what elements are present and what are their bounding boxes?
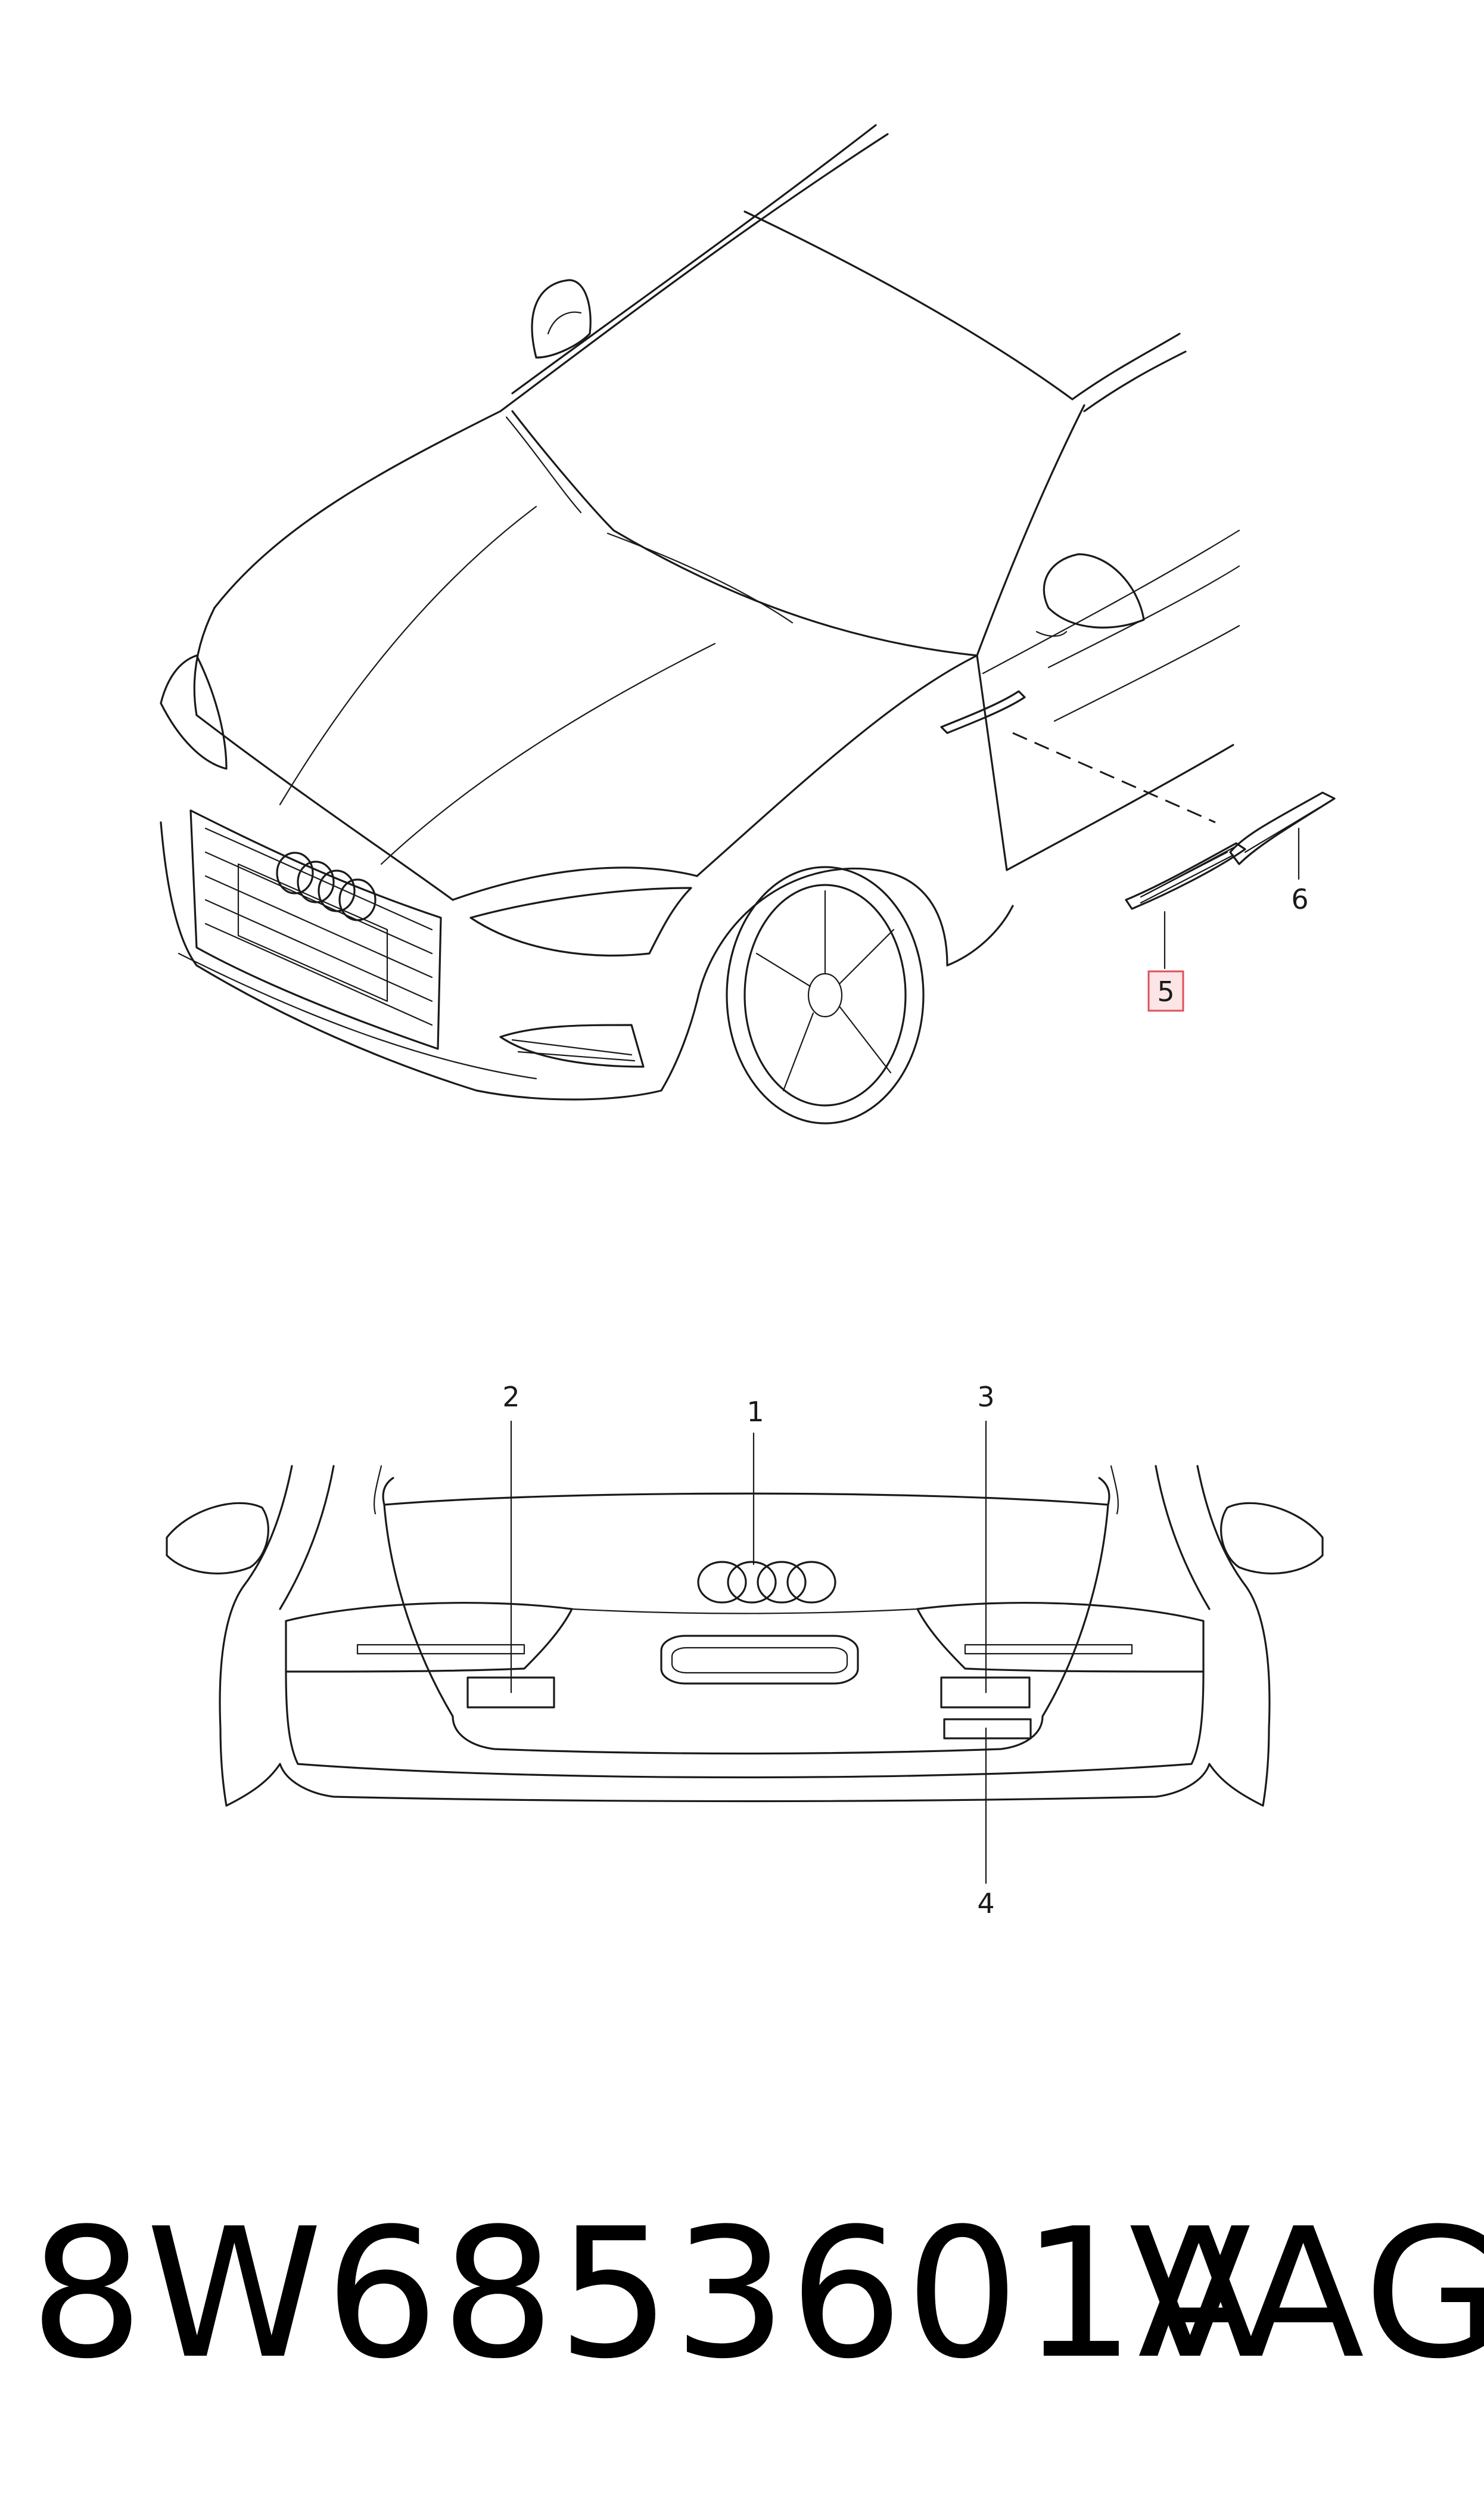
callout-6-label[interactable]: 6 — [1291, 883, 1308, 915]
car-front-view — [160, 124, 1240, 1125]
front-rings-logo — [276, 852, 377, 921]
part-number: 8W6853601A — [30, 2190, 1262, 2398]
callout-5-highlight — [1147, 970, 1184, 1012]
badge-part-4 — [943, 1718, 1032, 1740]
leader-dashed — [1012, 732, 1216, 824]
front-wheel — [726, 866, 925, 1125]
badge-part-6 — [1229, 791, 1336, 880]
rear-rings-emblem — [697, 1561, 836, 1604]
callout-4-label[interactable]: 4 — [977, 1887, 994, 1919]
car-rear-view — [166, 1465, 1324, 1807]
callout-3-label[interactable]: 3 — [977, 1381, 994, 1413]
callout-5[interactable]: 5 — [1147, 970, 1184, 1012]
callout-1-label[interactable]: 1 — [746, 1396, 764, 1428]
callout-2-label[interactable]: 2 — [502, 1381, 519, 1413]
badge-part-5 — [1125, 842, 1246, 970]
manufacturer: VAG — [1129, 2190, 1484, 2398]
callout-5-label: 5 — [1157, 976, 1174, 1008]
